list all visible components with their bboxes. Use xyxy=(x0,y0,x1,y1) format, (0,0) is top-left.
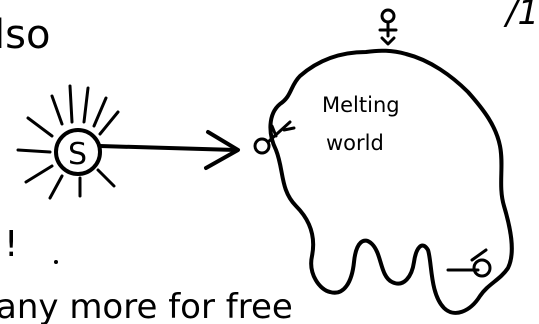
exclamation-mark: ! xyxy=(4,224,18,265)
top-left-text: lso xyxy=(0,12,50,58)
figure-in-drip-icon xyxy=(448,250,490,276)
arrow-icon xyxy=(100,132,238,168)
sun-letter: S xyxy=(68,137,87,172)
small-dot xyxy=(54,260,58,264)
bottom-text: any more for free xyxy=(0,287,293,324)
figure-on-top-icon xyxy=(380,10,396,44)
world-label-line1: Melting xyxy=(322,93,400,117)
sun-icon: S xyxy=(18,86,118,198)
world-label-line2: world xyxy=(326,131,384,155)
arrow-shaft xyxy=(100,146,236,150)
top-right-mark: /1 xyxy=(503,0,539,33)
